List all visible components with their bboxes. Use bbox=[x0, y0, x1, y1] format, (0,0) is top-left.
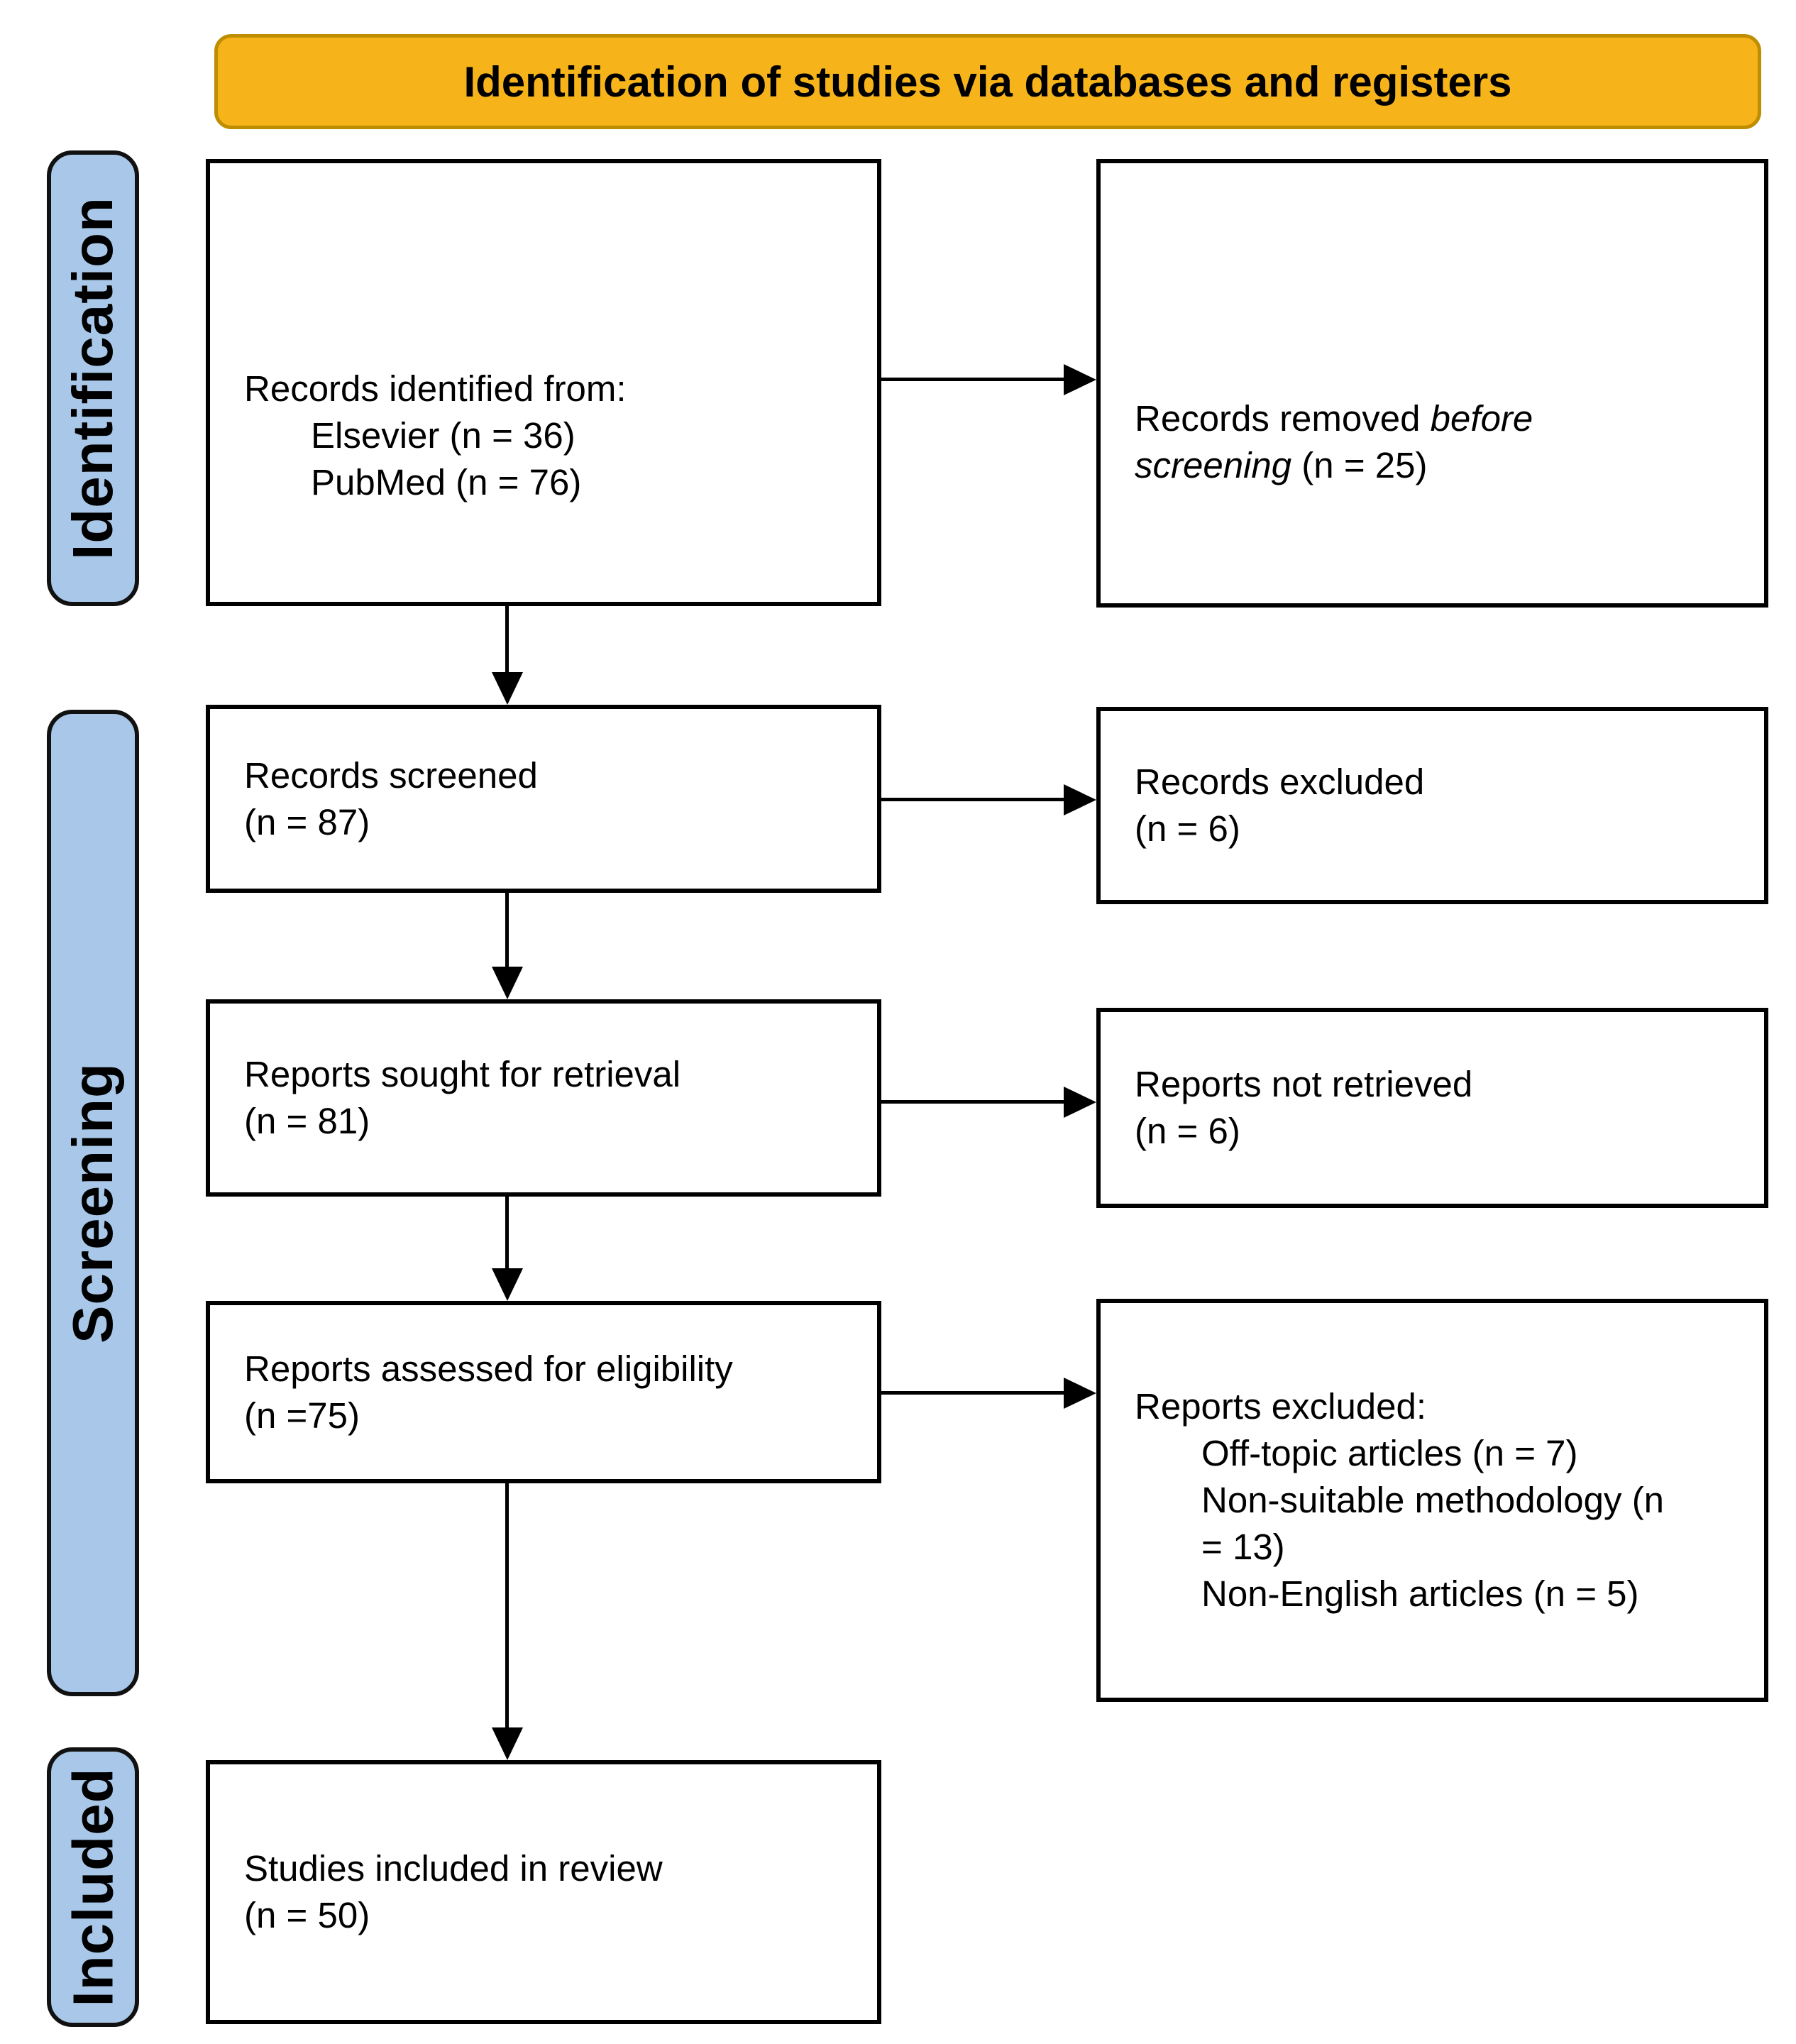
records-identified-title: Records identified from: bbox=[244, 368, 627, 409]
stage-label-screening: Screening bbox=[47, 710, 139, 1696]
records-removed-line2: screening (n = 25) bbox=[1135, 444, 1428, 485]
records-removed-line1: Records removed before bbox=[1135, 397, 1533, 439]
records-excluded-label: Records excluded bbox=[1135, 762, 1425, 802]
arrow-screened-to-sought bbox=[492, 893, 523, 999]
phase-banner-title: Identification of studies via databases … bbox=[463, 57, 1512, 106]
stage-label-identification-text: Identification bbox=[61, 197, 124, 560]
box-records-identified: Records identified from: Elsevier (n = 3… bbox=[206, 159, 881, 606]
reports-not-retrieved-count: (n = 6) bbox=[1135, 1111, 1240, 1151]
box-reports-sought: Reports sought for retrieval (n = 81) bbox=[206, 999, 881, 1197]
box-reports-assessed: Reports assessed for eligibility (n =75) bbox=[206, 1301, 881, 1483]
records-screened-count: (n = 87) bbox=[244, 801, 370, 842]
box-records-removed: Records removed before screening (n = 25… bbox=[1096, 159, 1768, 608]
arrow-sought-to-assessed bbox=[492, 1197, 523, 1301]
records-identified-source-pubmed: PubMed (n = 76) bbox=[311, 462, 582, 502]
studies-included-label: Studies included in review bbox=[244, 1848, 663, 1889]
reports-sought-label: Reports sought for retrieval bbox=[244, 1054, 681, 1094]
reports-assessed-label: Reports assessed for eligibility bbox=[244, 1348, 733, 1389]
reports-assessed-count: (n =75) bbox=[244, 1395, 360, 1436]
reports-excluded-reason-methodology: Non-suitable methodology (n = 13) bbox=[1201, 1480, 1665, 1567]
reports-sought-count: (n = 81) bbox=[244, 1101, 370, 1141]
reports-excluded-title: Reports excluded: bbox=[1135, 1386, 1427, 1427]
box-reports-not-retrieved: Reports not retrieved (n = 6) bbox=[1096, 1008, 1768, 1208]
reports-excluded-reason-nonenglish: Non-English articles (n = 5) bbox=[1201, 1573, 1639, 1614]
stage-label-identification: Identification bbox=[47, 150, 139, 606]
reports-not-retrieved-label: Reports not retrieved bbox=[1135, 1064, 1473, 1104]
arrow-identified-to-removed bbox=[881, 364, 1096, 395]
records-identified-source-elsevier: Elsevier (n = 36) bbox=[311, 415, 575, 456]
box-studies-included: Studies included in review (n = 50) bbox=[206, 1760, 881, 2024]
phase-banner: Identification of studies via databases … bbox=[214, 34, 1761, 129]
reports-excluded-reason-offtopic: Off-topic articles (n = 7) bbox=[1201, 1433, 1578, 1473]
arrow-screened-to-excluded bbox=[881, 784, 1096, 815]
arrow-assessed-to-included bbox=[492, 1483, 523, 1760]
box-records-screened: Records screened (n = 87) bbox=[206, 705, 881, 893]
stage-label-screening-text: Screening bbox=[61, 1062, 125, 1344]
records-screened-label: Records screened bbox=[244, 754, 538, 796]
stage-label-included: Included bbox=[47, 1747, 139, 2027]
arrow-assessed-to-reports-excluded bbox=[881, 1378, 1096, 1409]
arrow-sought-to-not-retrieved bbox=[881, 1087, 1096, 1118]
arrow-identified-to-screened bbox=[492, 606, 523, 705]
box-records-excluded: Records excluded (n = 6) bbox=[1096, 707, 1768, 904]
box-reports-excluded: Reports excluded: Off-topic articles (n … bbox=[1096, 1299, 1768, 1702]
studies-included-count: (n = 50) bbox=[244, 1895, 370, 1935]
records-excluded-count: (n = 6) bbox=[1135, 808, 1240, 849]
stage-label-included-text: Included bbox=[61, 1767, 124, 2007]
